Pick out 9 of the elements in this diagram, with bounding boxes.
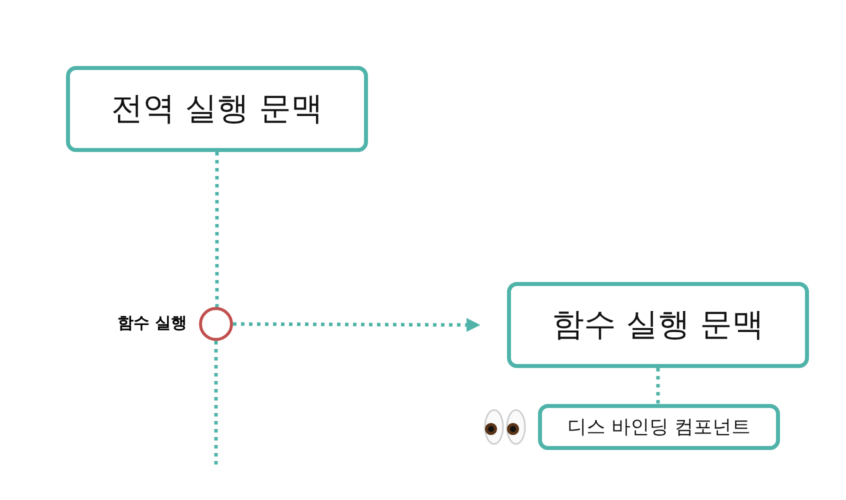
context-box: 전역 실행 문맥 — [66, 66, 368, 152]
side-label: 함수 실행 — [117, 313, 187, 334]
marker-circle — [199, 307, 233, 341]
connector-line — [214, 341, 218, 466]
context-box: 함수 실행 문맥 — [507, 282, 809, 368]
arrow — [233, 318, 480, 332]
connector-line — [215, 152, 219, 307]
context-box: 디스 바인딩 컴포넌트 — [538, 404, 780, 450]
connector-line — [656, 368, 660, 404]
